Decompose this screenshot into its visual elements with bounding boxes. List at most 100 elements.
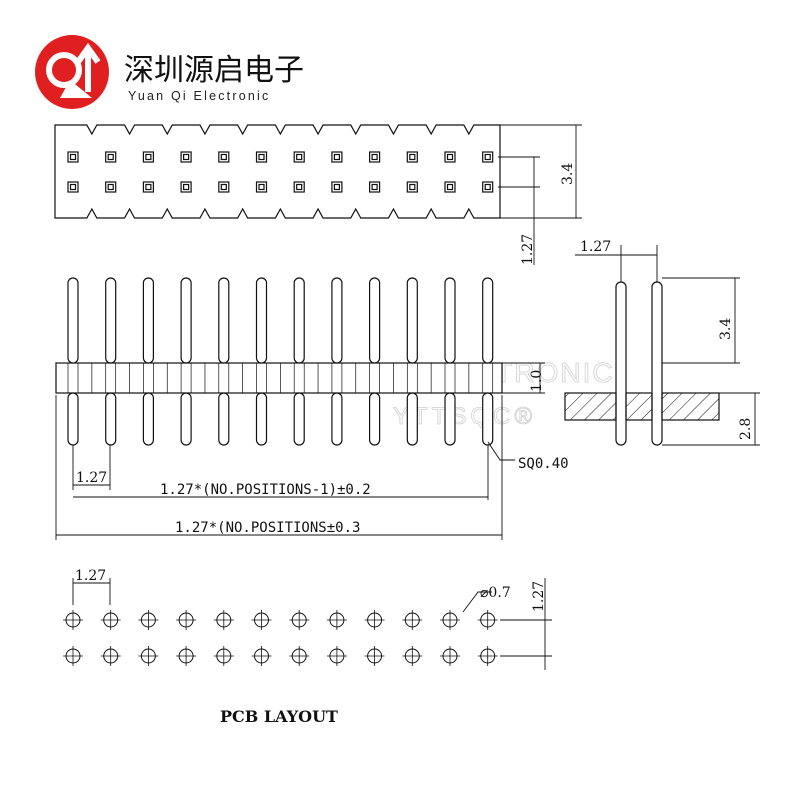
front-pin-top-12: [482, 277, 494, 364]
top-pad-2-8: [331, 181, 343, 193]
top-pad-1-2: [105, 151, 117, 163]
front-pin-top-6: [255, 277, 268, 364]
top-pad-2-4: [180, 181, 192, 193]
top-pad-1-4: [180, 151, 192, 163]
front-pin-top-8: [331, 277, 343, 364]
front-pin-bottom-12: [482, 392, 494, 446]
front-view: [55, 277, 545, 540]
front-body: [55, 362, 503, 394]
top-pad-1-3: [142, 151, 154, 163]
top-view-pads: [67, 151, 494, 193]
top-pad-inner-1-3: [145, 153, 152, 161]
side-pin-left: [615, 281, 627, 446]
front-pin-bottom-9: [369, 392, 381, 446]
front-pin-top-1: [67, 277, 79, 364]
front-pins: [67, 277, 494, 446]
top-view-outline: [54, 124, 501, 219]
top-pad-2-5: [218, 181, 230, 193]
front-pin-top-4: [180, 277, 192, 364]
dim-front-pitch: 1.27: [76, 470, 107, 486]
dim-hole-diameter: ⌀0.7: [480, 585, 511, 601]
top-pad-2-1: [67, 181, 79, 193]
side-view: [564, 245, 760, 446]
top-pad-inner-2-2: [107, 183, 114, 191]
front-pin-bottom-1: [67, 392, 79, 446]
top-pad-inner-1-10: [409, 153, 416, 161]
top-pad-2-9: [369, 181, 381, 193]
company-logo: 深圳源启电子 Yuan Qi Electronic: [35, 35, 304, 109]
top-pad-2-10: [406, 181, 418, 193]
front-pin-bottom-8: [331, 392, 343, 446]
dim-side-body-height: 2.8: [738, 418, 754, 440]
top-pad-inner-1-1: [69, 153, 77, 161]
front-pin-bottom-5: [218, 392, 230, 446]
front-pin-bottom-4: [180, 392, 192, 446]
front-pin-bottom-11: [444, 392, 456, 446]
front-pin-top-2: [105, 277, 117, 364]
dim-body-thickness: 1.0: [529, 370, 545, 392]
front-body-seams: [67, 363, 494, 393]
top-pad-2-3: [142, 181, 154, 193]
brand-name-cn: 深圳源启电子: [124, 53, 304, 88]
dim-pin-span: 1.27*(NO.POSITIONS-1)±0.2: [160, 482, 371, 498]
top-pad-inner-2-12: [484, 183, 491, 191]
top-pad-inner-1-9: [371, 153, 378, 161]
brand-name-en: Yuan Qi Electronic: [128, 89, 270, 103]
top-pad-inner-1-8: [333, 153, 340, 161]
top-pad-2-12: [482, 181, 494, 193]
top-pad-1-12: [482, 151, 494, 163]
front-pin-top-5: [218, 277, 230, 364]
side-pin-right: [651, 281, 663, 446]
top-pad-inner-2-5: [220, 183, 227, 191]
top-pad-inner-1-5: [220, 153, 227, 161]
top-pad-inner-1-4: [183, 153, 190, 161]
top-pad-1-8: [331, 151, 343, 163]
dim-pcb-pitch-y: 1.27: [531, 581, 547, 612]
dim-top-height: 3.4: [560, 163, 576, 185]
top-pad-2-2: [105, 181, 117, 193]
dim-side-pin-height: 3.4: [718, 318, 734, 340]
front-pin-bottom-7: [293, 392, 305, 446]
front-pin-bottom-10: [406, 392, 418, 446]
top-pad-inner-2-8: [333, 183, 340, 191]
top-pad-inner-2-7: [296, 183, 303, 191]
top-pad-2-11: [444, 181, 456, 193]
dim-pin-square: SQ0.40: [518, 456, 569, 472]
top-pad-inner-2-4: [183, 183, 190, 191]
front-pin-top-9: [369, 277, 381, 364]
top-pad-inner-1-11: [446, 153, 454, 161]
top-pad-inner-1-2: [107, 153, 114, 161]
top-pad-inner-1-12: [484, 153, 491, 161]
top-pad-inner-1-6: [258, 153, 265, 161]
top-pad-inner-2-6: [258, 183, 265, 191]
dim-top-pitch: 1.27: [520, 234, 536, 265]
top-pad-1-6: [255, 151, 268, 163]
dim-overall-length: 1.27*(NO.POSITIONS±0.3: [175, 520, 360, 536]
top-pad-inner-2-10: [409, 183, 416, 191]
top-view: [54, 124, 582, 265]
front-pin-bottom-6: [255, 392, 268, 446]
top-pad-1-7: [293, 151, 305, 163]
front-pin-bottom-3: [142, 392, 154, 446]
top-pad-1-9: [369, 151, 381, 163]
top-pad-inner-2-3: [145, 183, 152, 191]
front-pin-top-10: [406, 277, 418, 364]
top-pad-2-6: [255, 181, 268, 193]
top-pad-1-1: [67, 151, 79, 163]
top-pad-1-5: [218, 151, 230, 163]
side-body: [564, 392, 720, 421]
front-pin-bottom-2: [105, 392, 117, 446]
pcb-layout: [63, 578, 552, 670]
top-pad-1-11: [444, 151, 456, 163]
top-pad-1-10: [406, 151, 418, 163]
front-pin-top-7: [293, 277, 305, 364]
front-pin-top-11: [444, 277, 456, 364]
dim-pcb-pitch-x: 1.27: [75, 568, 106, 584]
top-pad-2-7: [293, 181, 305, 193]
top-pad-inner-2-9: [371, 183, 378, 191]
top-pad-inner-1-7: [296, 153, 303, 161]
top-pad-inner-2-11: [446, 183, 454, 191]
top-pad-inner-2-1: [69, 183, 77, 191]
front-pin-top-3: [142, 277, 154, 364]
